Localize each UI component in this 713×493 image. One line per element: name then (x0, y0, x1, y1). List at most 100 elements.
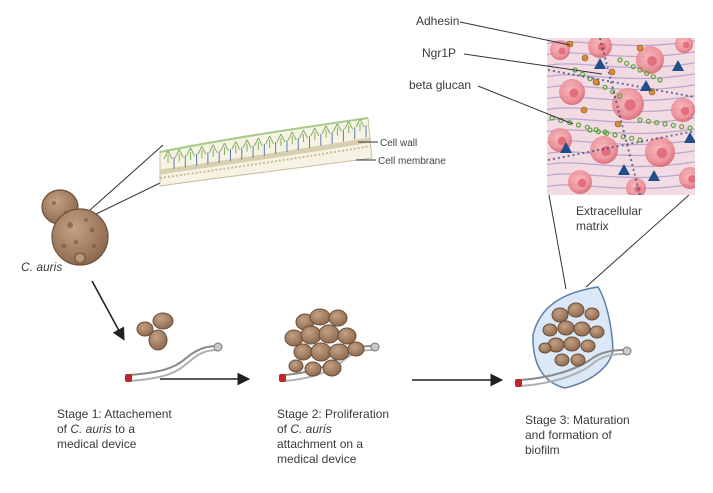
beta-glucan-bead (587, 76, 593, 82)
cell-spot (74, 240, 78, 244)
cell-wall-glyph (299, 129, 308, 143)
yeast-cell-icon (589, 325, 605, 339)
cell-wall-glyph (253, 137, 263, 150)
beta-glucan-bead (662, 121, 668, 127)
cell-spot (61, 243, 67, 249)
matrix-cell-nucleus (688, 175, 695, 183)
stage3-line2: and formation of (525, 428, 612, 442)
beta-glucan-bead (629, 135, 635, 141)
adhesin-dot (636, 44, 644, 52)
cell-spot (52, 201, 56, 205)
matrix-cell-nucleus (656, 147, 668, 159)
cell-wall-glyph (231, 141, 241, 154)
matrix-cell-nucleus (682, 41, 690, 49)
yeast-cell-icon (309, 308, 331, 326)
cell-wall-glyph (174, 149, 184, 162)
yeast-cell-icon (570, 353, 586, 367)
stage3-caption: Stage 3: Maturation and formation of bio… (525, 413, 630, 458)
arrow-down-to-stage1 (91, 280, 125, 341)
matrix-cell-nucleus (680, 106, 690, 116)
matrix-cell-nucleus (577, 178, 587, 188)
yeast-cell-icon (554, 353, 570, 367)
stage2-caption: Stage 2: Proliferation of C. auris attac… (277, 407, 389, 467)
yeast-cell-icon (304, 361, 322, 377)
yeast-cell-icon (563, 336, 581, 352)
cell-wall-glyph (208, 144, 218, 157)
yeast-cell-icon (551, 307, 569, 323)
stage3-line3: biofilm (525, 443, 560, 457)
beta-glucan-bead (624, 60, 630, 66)
cell-wall-glyph (163, 150, 173, 163)
cell-spot (84, 218, 88, 222)
triangle-ngr1p-icon (648, 170, 660, 181)
beta-glucan-bead (637, 117, 643, 123)
beta-glucan-bead (650, 74, 656, 80)
adhesin-dot (614, 120, 622, 128)
yeast-cell-icon (347, 341, 365, 357)
triangle-ngr1p-icon (684, 132, 695, 143)
cell-wall-glyph (310, 127, 320, 140)
beta-glucan-bead (587, 127, 593, 133)
stage3-line1: Stage 3: Maturation (525, 413, 630, 427)
yeast-cell-icon (310, 342, 332, 362)
adhesin-dot (608, 68, 616, 76)
beta-glucan-bead (644, 70, 650, 76)
adhesin-dot (592, 78, 600, 86)
c-auris-name: C. auris (21, 260, 63, 274)
triangle-ngr1p-icon (672, 60, 684, 71)
stage1-cells (136, 312, 174, 351)
cell-wall-glyph (276, 133, 286, 147)
matrix-fibre (547, 161, 695, 168)
zoom-line-matrix-right (585, 194, 690, 288)
cell-wall-glyph (355, 118, 365, 132)
cell-spot (92, 244, 96, 248)
beta-glucan-bead (679, 124, 685, 130)
yeast-cell-icon (322, 359, 342, 377)
ngr1p-label: Ngr1P (422, 46, 457, 60)
adhesin-dot (580, 106, 588, 114)
matrix-fibre (547, 95, 695, 102)
beta-glucan-bead (670, 122, 676, 128)
yeast-cell-icon (584, 307, 600, 321)
beta-glucan-label: beta glucan (409, 78, 472, 92)
stage2-cells (284, 308, 365, 377)
yeast-cell-icon (573, 321, 591, 337)
matrix-title-line2: matrix (576, 219, 609, 233)
beta-glucan-bead (630, 64, 636, 70)
beta-glucan-bead (687, 125, 693, 131)
beta-glucan-bead (637, 67, 643, 73)
beta-glucan-bead (604, 130, 610, 136)
zoom-line-top (89, 144, 164, 211)
beta-glucan-bead (654, 120, 660, 126)
matrix-fibre (547, 172, 695, 179)
beta-glucan-bead (612, 132, 618, 138)
beta-glucan-leader (477, 85, 574, 125)
cell-spot (67, 222, 73, 228)
adhesin-label: Adhesin (416, 14, 460, 28)
yeast-cell-icon (318, 324, 340, 344)
yeast-cell-icon (538, 342, 552, 354)
extracellular-matrix-panel (547, 38, 695, 195)
cell-wall-glyph (242, 139, 252, 152)
matrix-fibre (547, 73, 695, 80)
catheter-icon-stage1 (125, 342, 223, 382)
yeast-cell-icon (288, 359, 304, 373)
yeast-cell-icon (300, 325, 322, 345)
triangle-ngr1p-icon (594, 58, 606, 69)
yeast-cell-icon (542, 323, 558, 337)
stage1-line1: Stage 1: Attachement (57, 407, 172, 421)
catheter-icon-stage3 (515, 346, 632, 387)
stage2-line1: Stage 2: Proliferation (277, 407, 390, 421)
stage2-line2: of C. auris (277, 422, 332, 436)
ngr1p-leader (463, 53, 603, 75)
matrix-title-line1: Extracellular (576, 204, 643, 218)
beta-glucan-bead (637, 137, 643, 143)
matrix-chain (547, 129, 695, 161)
beta-glucan-bead (617, 57, 623, 63)
cell-wall-glyph (186, 147, 196, 160)
matrix-chain (547, 69, 695, 99)
matrix-chain (599, 38, 641, 195)
cell-wall-glyph (344, 121, 354, 134)
yeast-cell-icon (284, 329, 304, 347)
